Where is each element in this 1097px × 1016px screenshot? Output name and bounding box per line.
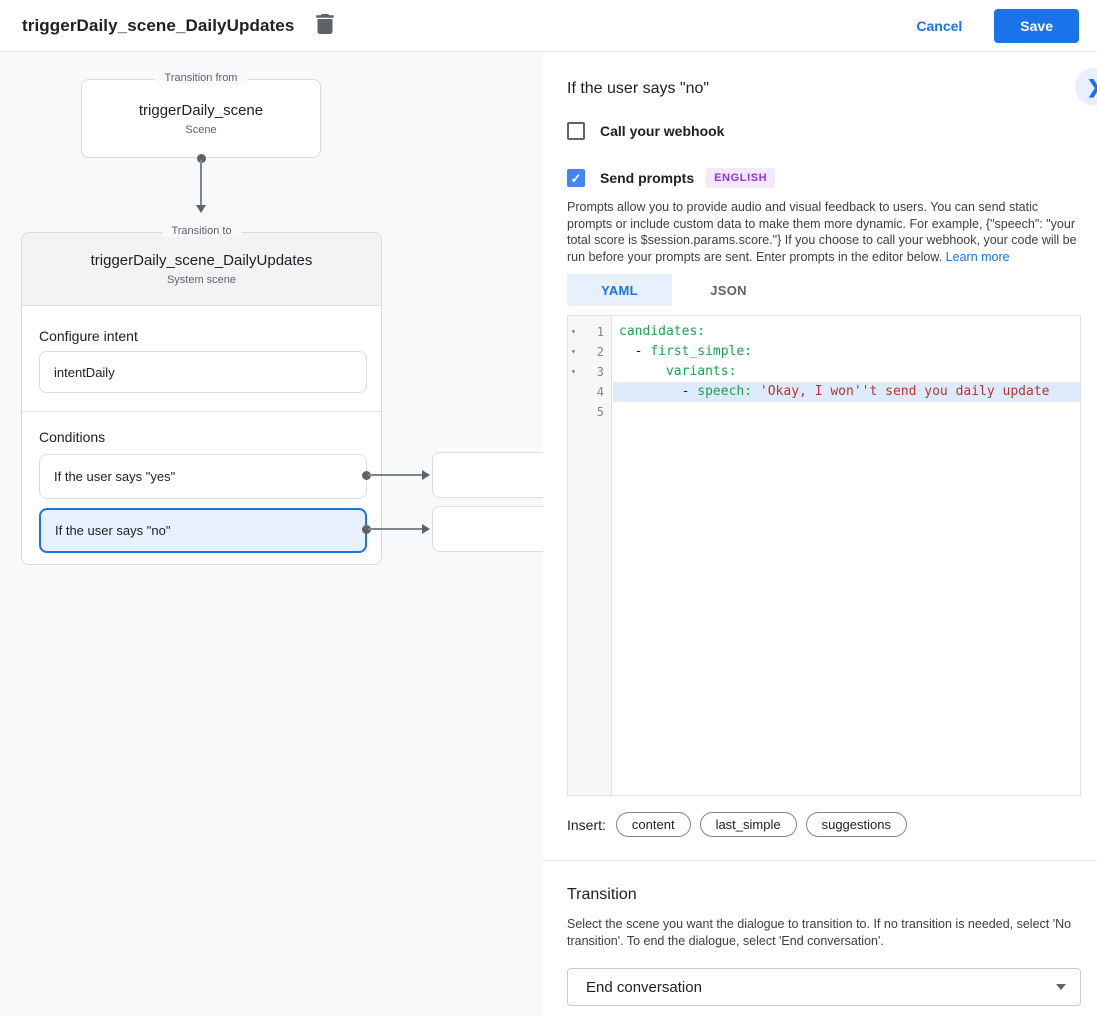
transition-section-title: Transition bbox=[567, 886, 637, 903]
transition-selected-value: End conversation bbox=[586, 978, 702, 996]
yaml-key: speech: bbox=[697, 384, 753, 399]
panel-title: If the user says "no" bbox=[567, 80, 710, 97]
edge-dot bbox=[362, 471, 371, 480]
gutter-line: 4 bbox=[568, 382, 611, 402]
from-scene-title: triggerDaily_scene bbox=[138, 101, 264, 119]
line-number: 2 bbox=[596, 345, 604, 359]
insert-suggestions-chip[interactable]: suggestions bbox=[805, 812, 907, 837]
code-indent bbox=[619, 364, 666, 379]
editor-gutter: ▾1 ▾2 ▾3 4 5 bbox=[568, 316, 612, 795]
section-divider bbox=[543, 860, 1097, 861]
yaml-code-editor[interactable]: ▾1 ▾2 ▾3 4 5 candidates: - first_simple:… bbox=[567, 315, 1081, 796]
line-number: 4 bbox=[596, 385, 604, 399]
code-dash: - bbox=[681, 384, 698, 399]
gutter-line: ▾2 bbox=[568, 342, 611, 362]
code-line: candidates: bbox=[613, 322, 1080, 342]
code-line: variants: bbox=[613, 362, 1080, 382]
connector-dot bbox=[197, 154, 206, 163]
trash-icon bbox=[316, 14, 335, 37]
condition-details-panel: If the user says "no" ❯ Call your webhoo… bbox=[543, 52, 1097, 1016]
condition-yes-target-node[interactable] bbox=[432, 452, 543, 498]
condition-no-target-node[interactable] bbox=[432, 506, 543, 552]
send-prompts-label: Send prompts bbox=[600, 170, 695, 186]
yaml-key: first_simple: bbox=[650, 344, 753, 359]
code-line: - first_simple: bbox=[613, 342, 1080, 362]
card-divider bbox=[22, 411, 381, 412]
fold-arrow-icon[interactable]: ▾ bbox=[571, 327, 576, 336]
fold-arrow-icon[interactable]: ▾ bbox=[571, 347, 576, 356]
line-number: 3 bbox=[596, 365, 604, 379]
language-badge: ENGLISH bbox=[706, 168, 776, 188]
code-line bbox=[613, 402, 1080, 422]
intent-item[interactable]: intentDaily bbox=[39, 351, 367, 393]
yaml-key: variants: bbox=[665, 364, 737, 379]
transition-from-node[interactable]: Transition from triggerDaily_scene Scene bbox=[81, 72, 321, 158]
code-line-active: - speech: 'Okay, I won''t send you daily… bbox=[613, 382, 1080, 402]
edge-arrow-icon bbox=[422, 470, 430, 480]
page-title: triggerDaily_scene_DailyUpdates bbox=[22, 15, 295, 35]
send-prompts-row: ✓ Send prompts ENGLISH bbox=[567, 168, 776, 188]
code-indent bbox=[619, 344, 635, 359]
transition-to-label: Transition to bbox=[161, 225, 242, 237]
connector-arrow-icon bbox=[196, 205, 206, 213]
yaml-key: candidates: bbox=[619, 324, 706, 339]
app-header: triggerDaily_scene_DailyUpdates Cancel S… bbox=[0, 0, 1097, 52]
line-number: 1 bbox=[596, 325, 604, 339]
condition-no-item[interactable]: If the user says "no" bbox=[39, 508, 367, 553]
gutter-line: 5 bbox=[568, 402, 611, 422]
editor-format-tabs: YAML JSON bbox=[567, 274, 785, 306]
insert-content-chip[interactable]: content bbox=[615, 812, 691, 837]
transition-to-card: Transition to triggerDaily_scene_DailyUp… bbox=[21, 225, 382, 565]
condition-yes-item[interactable]: If the user says "yes" bbox=[39, 454, 367, 499]
tab-yaml[interactable]: YAML bbox=[567, 274, 672, 306]
conditions-label: Conditions bbox=[39, 429, 106, 445]
save-button[interactable]: Save bbox=[994, 8, 1079, 43]
fold-arrow-icon[interactable]: ▾ bbox=[571, 367, 576, 376]
prompts-description-text: Prompts allow you to provide audio and v… bbox=[567, 200, 1077, 264]
edge-line bbox=[368, 528, 423, 530]
transition-description: Select the scene you want the dialogue t… bbox=[567, 917, 1072, 948]
chevron-right-icon: ❯ bbox=[1086, 77, 1097, 98]
insert-toolbar: Insert: content last_simple suggestions bbox=[567, 812, 916, 837]
connector-line bbox=[200, 160, 202, 206]
checkmark-icon: ✓ bbox=[570, 170, 582, 186]
insert-last-simple-chip[interactable]: last_simple bbox=[699, 812, 797, 837]
transition-from-label: Transition from bbox=[154, 72, 248, 84]
insert-label: Insert: bbox=[567, 816, 606, 833]
tab-json[interactable]: JSON bbox=[672, 274, 785, 306]
to-scene-title: triggerDaily_scene_DailyUpdates bbox=[90, 252, 313, 269]
edge-arrow-icon bbox=[422, 524, 430, 534]
line-number: 5 bbox=[596, 405, 604, 419]
to-scene-header[interactable]: triggerDaily_scene_DailyUpdates System s… bbox=[22, 233, 381, 306]
edge-dot bbox=[362, 525, 371, 534]
learn-more-link[interactable]: Learn more bbox=[945, 249, 1010, 264]
webhook-row: Call your webhook bbox=[567, 122, 724, 140]
delete-button[interactable] bbox=[312, 13, 338, 39]
from-scene-type: Scene bbox=[185, 123, 217, 136]
gutter-line: ▾1 bbox=[568, 322, 611, 342]
cancel-button[interactable]: Cancel bbox=[904, 10, 974, 42]
edge-line bbox=[368, 474, 423, 476]
send-prompts-checkbox[interactable]: ✓ bbox=[567, 169, 585, 187]
editor-code-area[interactable]: candidates: - first_simple: variants: - … bbox=[613, 316, 1080, 795]
code-sep bbox=[752, 384, 760, 399]
gutter-line: ▾3 bbox=[568, 362, 611, 382]
prompts-description: Prompts allow you to provide audio and v… bbox=[567, 199, 1081, 265]
webhook-label: Call your webhook bbox=[600, 123, 725, 139]
condition-no-text: If the user says "no" bbox=[55, 523, 171, 538]
scene-diagram-canvas: Transition from triggerDaily_scene Scene… bbox=[0, 52, 543, 1016]
dropdown-caret-icon bbox=[1056, 984, 1066, 990]
code-dash: - bbox=[634, 344, 651, 359]
yaml-string: 'Okay, I won''t send you daily update bbox=[759, 384, 1050, 399]
code-indent bbox=[619, 384, 682, 399]
configure-intent-label: Configure intent bbox=[39, 328, 138, 344]
collapse-panel-button[interactable]: ❯ bbox=[1075, 68, 1097, 106]
to-scene-type: System scene bbox=[166, 274, 237, 286]
condition-yes-text: If the user says "yes" bbox=[54, 469, 176, 484]
transition-select[interactable]: End conversation bbox=[567, 968, 1081, 1006]
intent-name: intentDaily bbox=[54, 364, 115, 380]
webhook-checkbox[interactable] bbox=[567, 122, 585, 140]
